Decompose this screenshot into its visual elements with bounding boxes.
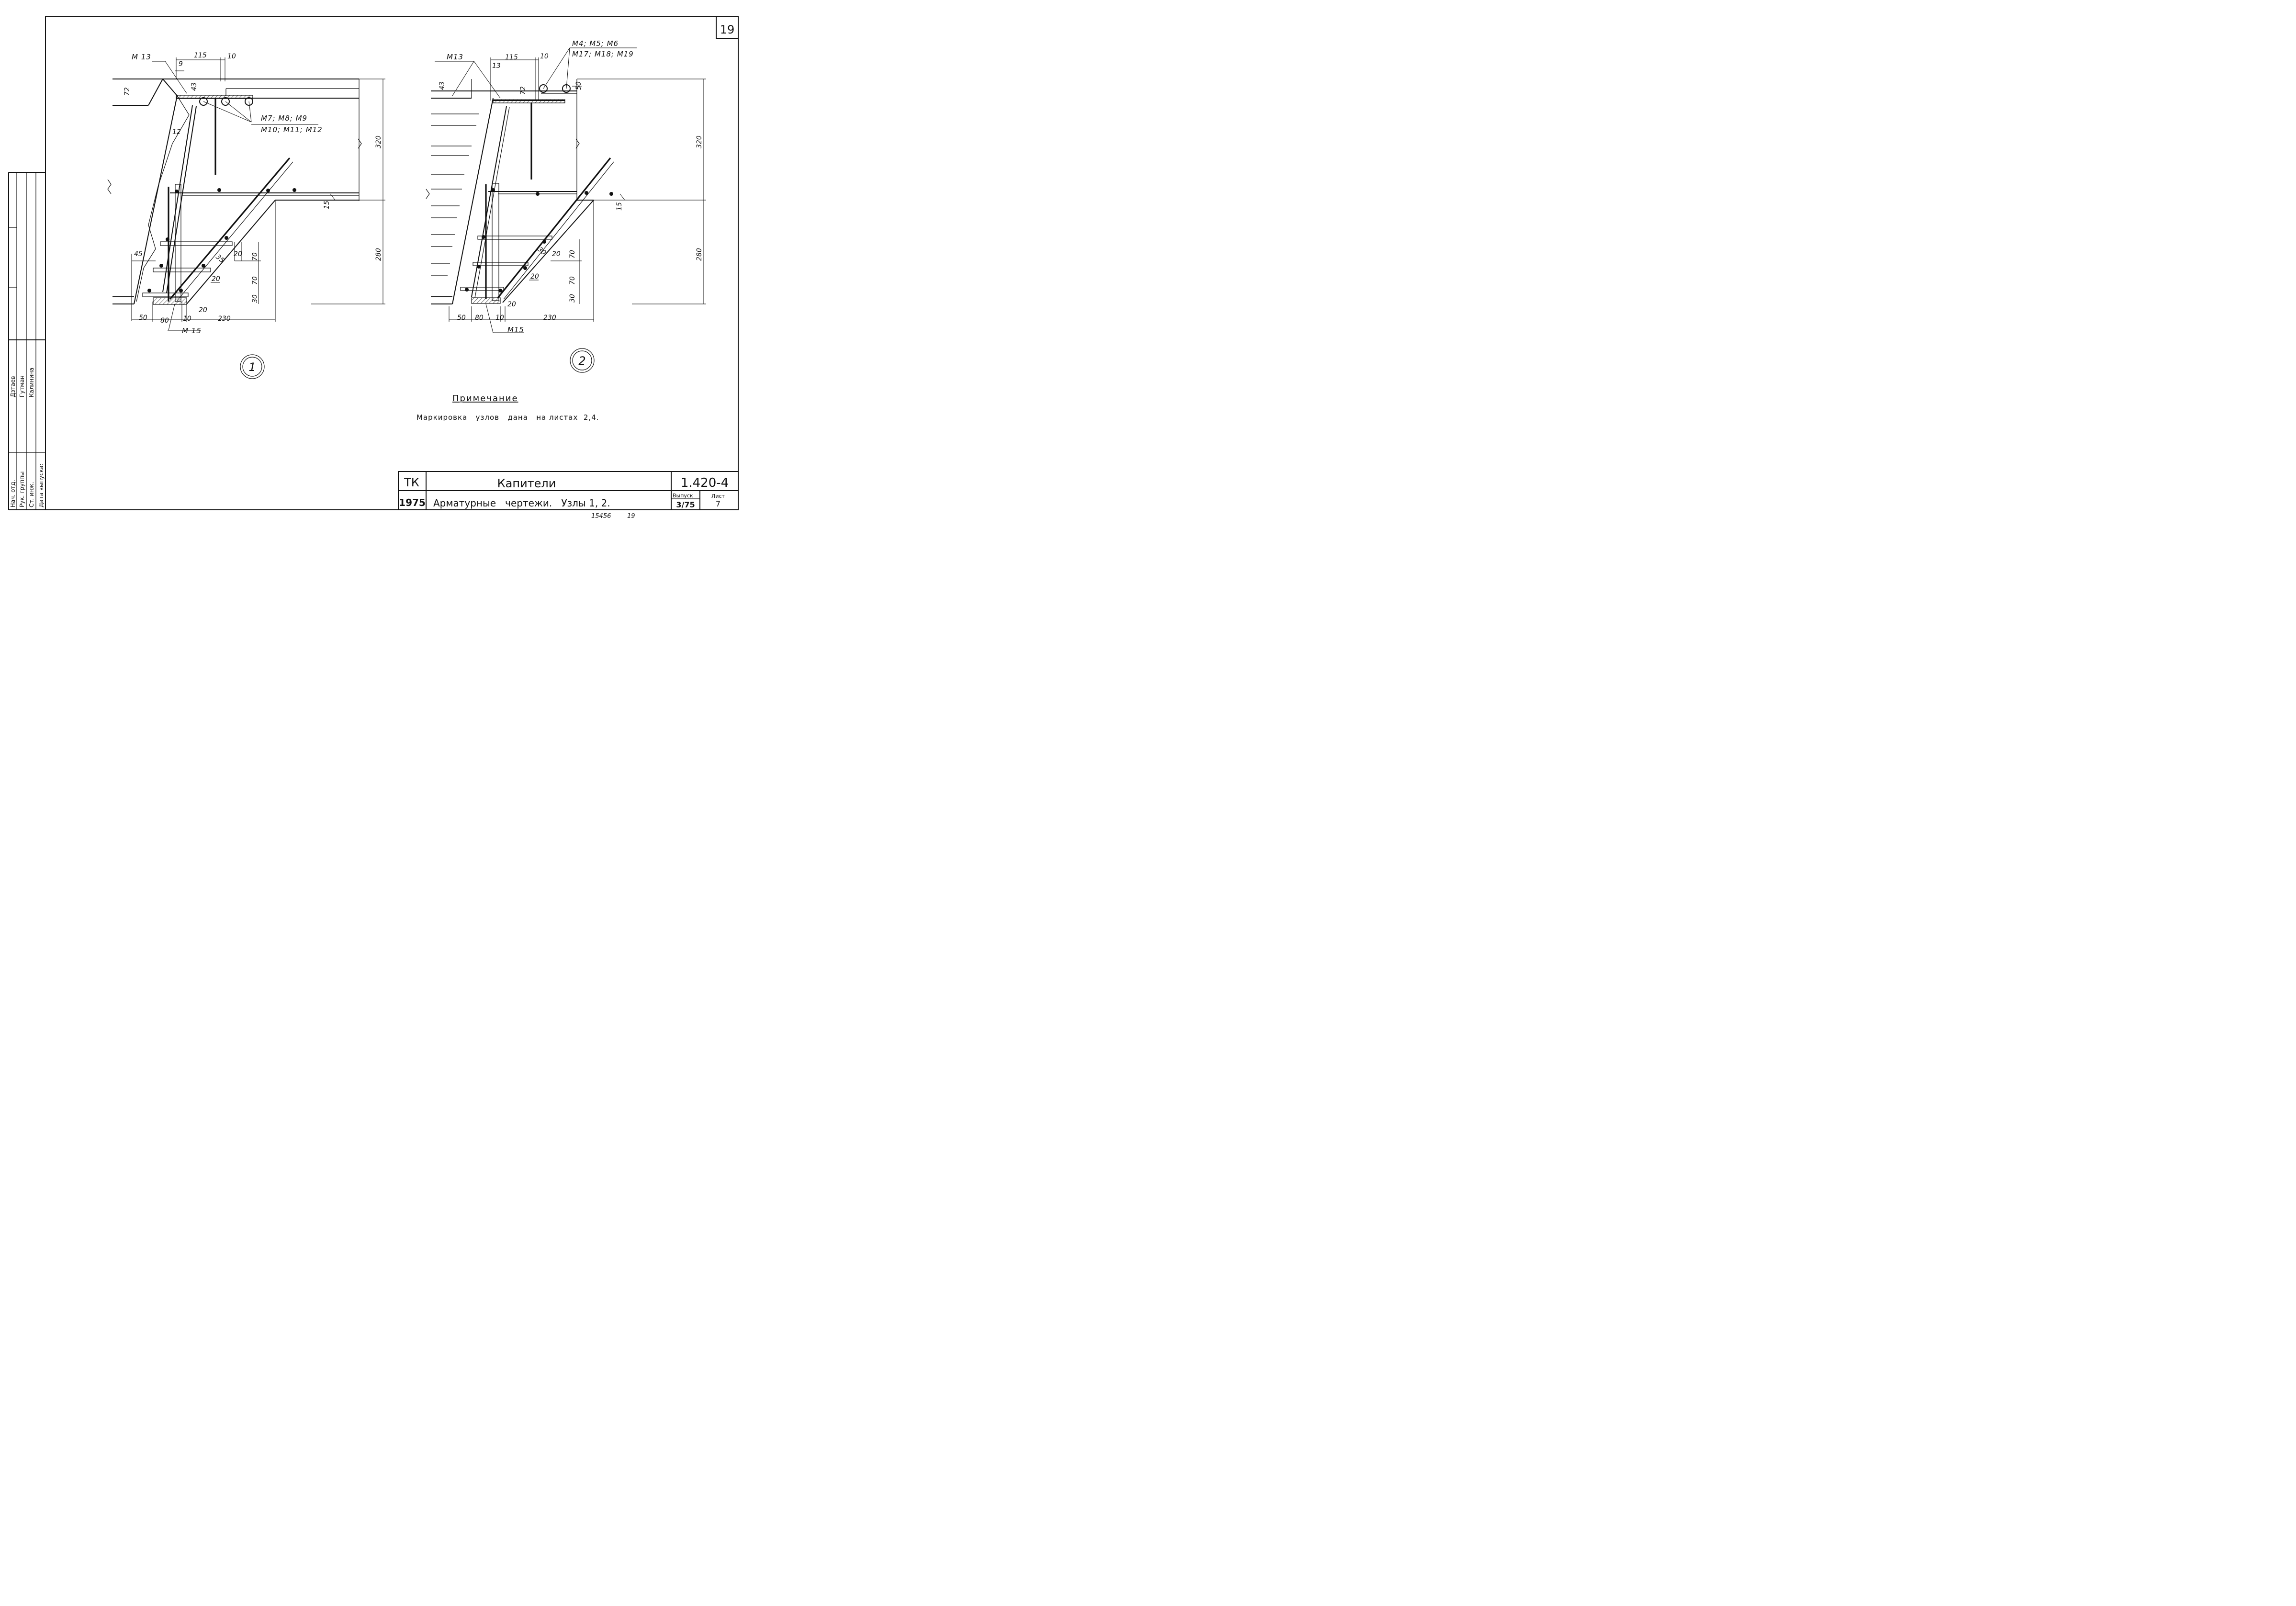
n2-dim-43: 43	[439, 81, 446, 90]
n2-dim-50: 50	[575, 81, 583, 90]
n1-label-m13: М 13	[132, 53, 151, 61]
side-row-3: Дата выпуска:	[38, 463, 45, 507]
side-signature-block	[8, 172, 45, 510]
side-row-2: Ст. инж.	[28, 482, 35, 507]
n1-dim-80: 80	[160, 317, 169, 325]
n2-dim-320: 320	[696, 135, 703, 148]
tb-org: ТК	[404, 476, 419, 489]
title-block	[398, 471, 739, 510]
n2-dim-20c: 20	[507, 301, 516, 308]
n1-dim-70a: 70	[251, 252, 259, 261]
n2-dim-30: 30	[536, 246, 547, 257]
n2-dim-13: 13	[492, 62, 501, 70]
tb-subtitle: Арматурные чертежи. Узлы 1, 2.	[433, 497, 610, 509]
tb-year: 1975	[399, 497, 426, 508]
n2-dim-115: 115	[505, 54, 518, 61]
node-2-drawing	[426, 47, 706, 333]
n2-dim-15: 15	[616, 202, 623, 211]
node-2-number: 2	[578, 354, 585, 368]
n1-dim-72: 72	[124, 87, 131, 96]
n2-label-m13: М13	[447, 53, 463, 61]
note-text: Маркировка узлов дана на листах 2,4.	[416, 413, 599, 422]
n1-dim-9: 9	[179, 60, 183, 68]
n1-dim-10b: 10	[183, 315, 191, 323]
drawing-canvas	[8, 16, 739, 510]
n1-dim-320: 320	[375, 135, 383, 148]
n2-dim-72: 72	[519, 86, 527, 95]
side-row-1: Рук. группы	[19, 472, 25, 507]
n1-dim-20b: 20	[212, 275, 220, 283]
side-name-2: Калинина	[28, 368, 35, 397]
node-1-marker	[240, 354, 265, 379]
text-layer: 19 М 13 М7; М8; М9 М10; М11; М12 М 15 11…	[10, 23, 735, 520]
n2-dim-70b: 70	[569, 276, 576, 285]
tb-sheet: 7	[716, 499, 720, 508]
n1-dim-20a: 20	[234, 250, 242, 258]
n2-dim-280: 280	[696, 248, 703, 261]
n2-dim-20a: 20	[552, 250, 561, 258]
node-1-drawing	[107, 57, 385, 331]
n1-dim-280: 280	[375, 248, 383, 261]
n1-dim-20c: 20	[199, 306, 207, 314]
n1-dim-45: 45	[134, 250, 143, 258]
n1-dim-115: 115	[194, 52, 207, 59]
n1-dim-50: 50	[139, 314, 147, 322]
n1-dim-230: 230	[218, 315, 231, 323]
sheet-frame	[45, 16, 739, 510]
note-title: Примечание	[452, 393, 518, 404]
side-name-0: Дзтаев	[10, 376, 16, 397]
node-1-number: 1	[248, 360, 256, 374]
corner-sheet-number: 19	[720, 23, 735, 36]
n2-dim-50b: 50	[457, 314, 466, 322]
stamp-sheet: 19	[627, 513, 635, 520]
n2-label-m17: М17; М18; М19	[572, 50, 634, 58]
side-name-1: Гутман	[19, 375, 25, 397]
n1-dim-30: 30	[251, 294, 259, 303]
n1-label-m7: М7; М8; М9	[261, 114, 307, 123]
n2-dim-20b: 20	[530, 273, 539, 281]
n1-dim-12: 12	[172, 128, 181, 136]
stamp-number: 15456	[591, 513, 611, 520]
tb-issue-label: Выпуск	[673, 493, 693, 499]
n1-dim-35: 35	[214, 253, 225, 265]
n2-dim-30b: 30	[569, 294, 576, 303]
n2-dim-70a: 70	[569, 250, 576, 258]
tb-title: Капители	[497, 477, 556, 490]
tb-issue: 3/75	[676, 500, 695, 509]
n2-dim-10: 10	[540, 53, 549, 60]
n1-label-m15: М 15	[182, 326, 202, 335]
n1-label-m10: М10; М11; М12	[261, 125, 323, 134]
tb-sheet-label: Лист	[711, 493, 725, 499]
n1-dim-43: 43	[191, 82, 198, 91]
side-row-0: Нач. отд.	[10, 480, 16, 507]
n1-dim-70b: 70	[251, 276, 259, 285]
n1-dim-10: 10	[227, 53, 236, 60]
tb-code: 1.420-4	[681, 476, 729, 490]
n2-label-m15: М15	[507, 326, 524, 334]
n2-dim-230: 230	[543, 314, 556, 322]
n2-dim-80: 80	[475, 314, 484, 322]
n2-label-m4: М4; М5; М6	[572, 39, 619, 48]
node-2-marker	[570, 348, 595, 373]
n2-dim-10b: 10	[495, 314, 504, 322]
n1-dim-15: 15	[323, 201, 331, 209]
